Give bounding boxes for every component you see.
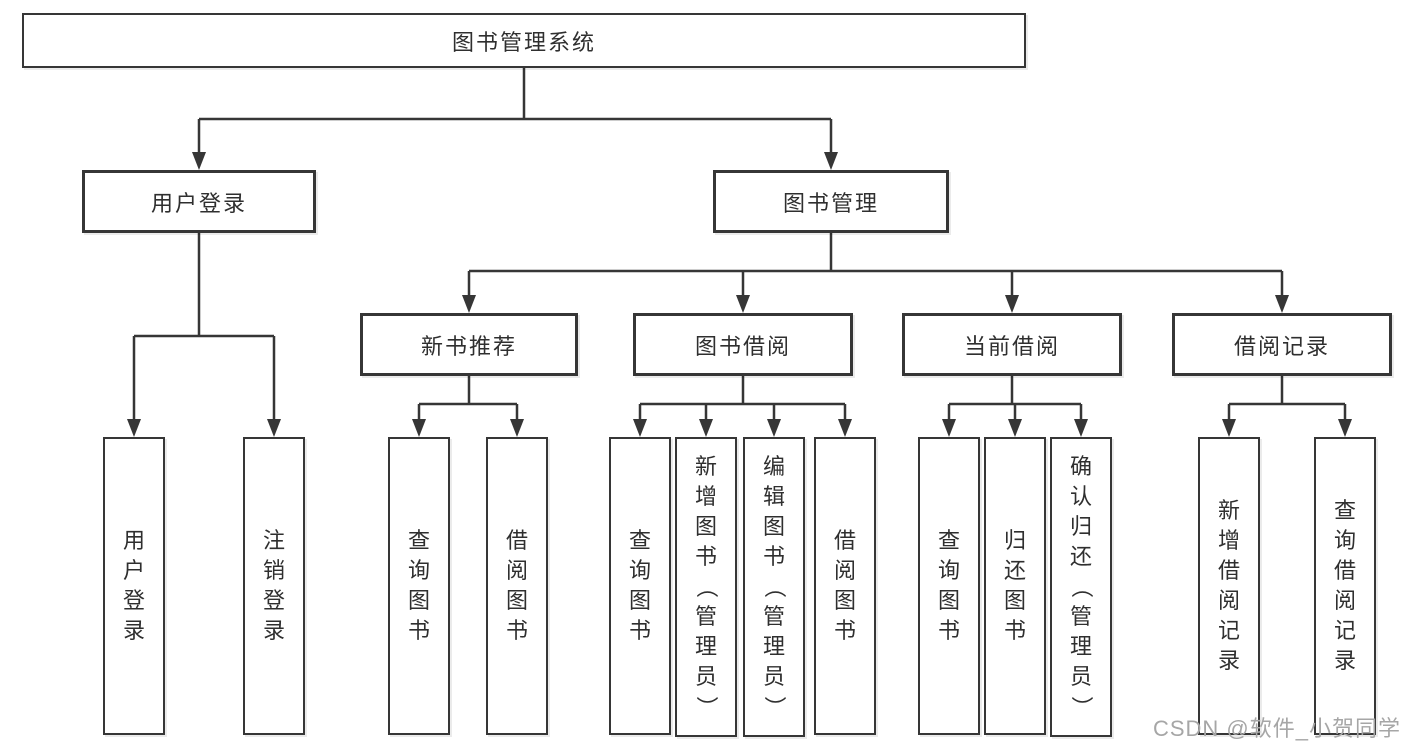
leaf-search-books: 查询图书 — [609, 437, 671, 735]
node-label: 借阅图书 — [833, 528, 856, 643]
leaf-search-books-current: 查询图书 — [918, 437, 980, 735]
leaf-edit-books-admin: 编辑图书（管理员） — [743, 437, 805, 737]
node-label: 当前借阅 — [963, 333, 1060, 359]
connector-userlogin-to-leaves — [127, 233, 281, 437]
leaf-add-borrow-record: 新增借阅记录 — [1198, 437, 1260, 735]
node-borrow-records: 借阅记录 — [1172, 313, 1392, 376]
leaf-return-books: 归还图书 — [984, 437, 1046, 735]
node-new-book-recommend: 新书推荐 — [360, 313, 578, 376]
node-label: 借阅记录 — [1233, 333, 1330, 359]
node-label: 用户登录 — [150, 190, 247, 216]
node-label: 图书借阅 — [694, 333, 791, 359]
node-current-borrow: 当前借阅 — [902, 313, 1122, 376]
node-label: 新增图书（管理员） — [693, 454, 719, 719]
node-label: 确认归还（管理员） — [1068, 454, 1094, 719]
connector-bookmgmt-to-level3 — [462, 233, 1289, 313]
leaf-confirm-return-admin: 确认归还（管理员） — [1050, 437, 1112, 737]
leaf-user-login: 用户登录 — [103, 437, 165, 735]
node-book-management: 图书管理 — [713, 170, 949, 233]
node-label: 用户登录 — [122, 528, 145, 643]
connector-newbooks-to-leaves — [412, 376, 524, 437]
node-label: 查询图书 — [628, 528, 651, 643]
leaf-add-books-admin: 新增图书（管理员） — [675, 437, 737, 737]
node-label: 查询借阅记录 — [1333, 498, 1356, 673]
node-label: 查询图书 — [407, 528, 430, 643]
leaf-search-books-recommend: 查询图书 — [388, 437, 450, 735]
node-label: 新增借阅记录 — [1217, 498, 1240, 673]
leaf-borrow-books-recommend: 借阅图书 — [486, 437, 548, 735]
node-label: 图书管理 — [782, 190, 879, 216]
node-book-borrow: 图书借阅 — [633, 313, 853, 376]
node-label: 归还图书 — [1003, 528, 1026, 643]
connector-bookborrow-to-leaves — [633, 376, 852, 437]
node-library-management-system: 图书管理系统 — [22, 13, 1026, 68]
leaf-borrow-books: 借阅图书 — [814, 437, 876, 735]
watermark: CSDN @软件_小贺同学 — [1152, 716, 1401, 741]
connector-currentborrow-to-leaves — [942, 376, 1088, 437]
node-label: 查询图书 — [937, 528, 960, 643]
leaf-logout: 注销登录 — [243, 437, 305, 735]
node-label: 注销登录 — [262, 528, 285, 643]
node-label: 编辑图书（管理员） — [761, 454, 787, 719]
node-label: 图书管理系统 — [451, 29, 596, 55]
connector-borrowrecords-to-leaves — [1222, 376, 1352, 437]
connector-root-to-level2 — [192, 68, 838, 170]
node-label: 借阅图书 — [505, 528, 528, 643]
node-user-login: 用户登录 — [82, 170, 316, 233]
node-label: 新书推荐 — [420, 333, 517, 359]
leaf-search-borrow-record: 查询借阅记录 — [1314, 437, 1376, 735]
